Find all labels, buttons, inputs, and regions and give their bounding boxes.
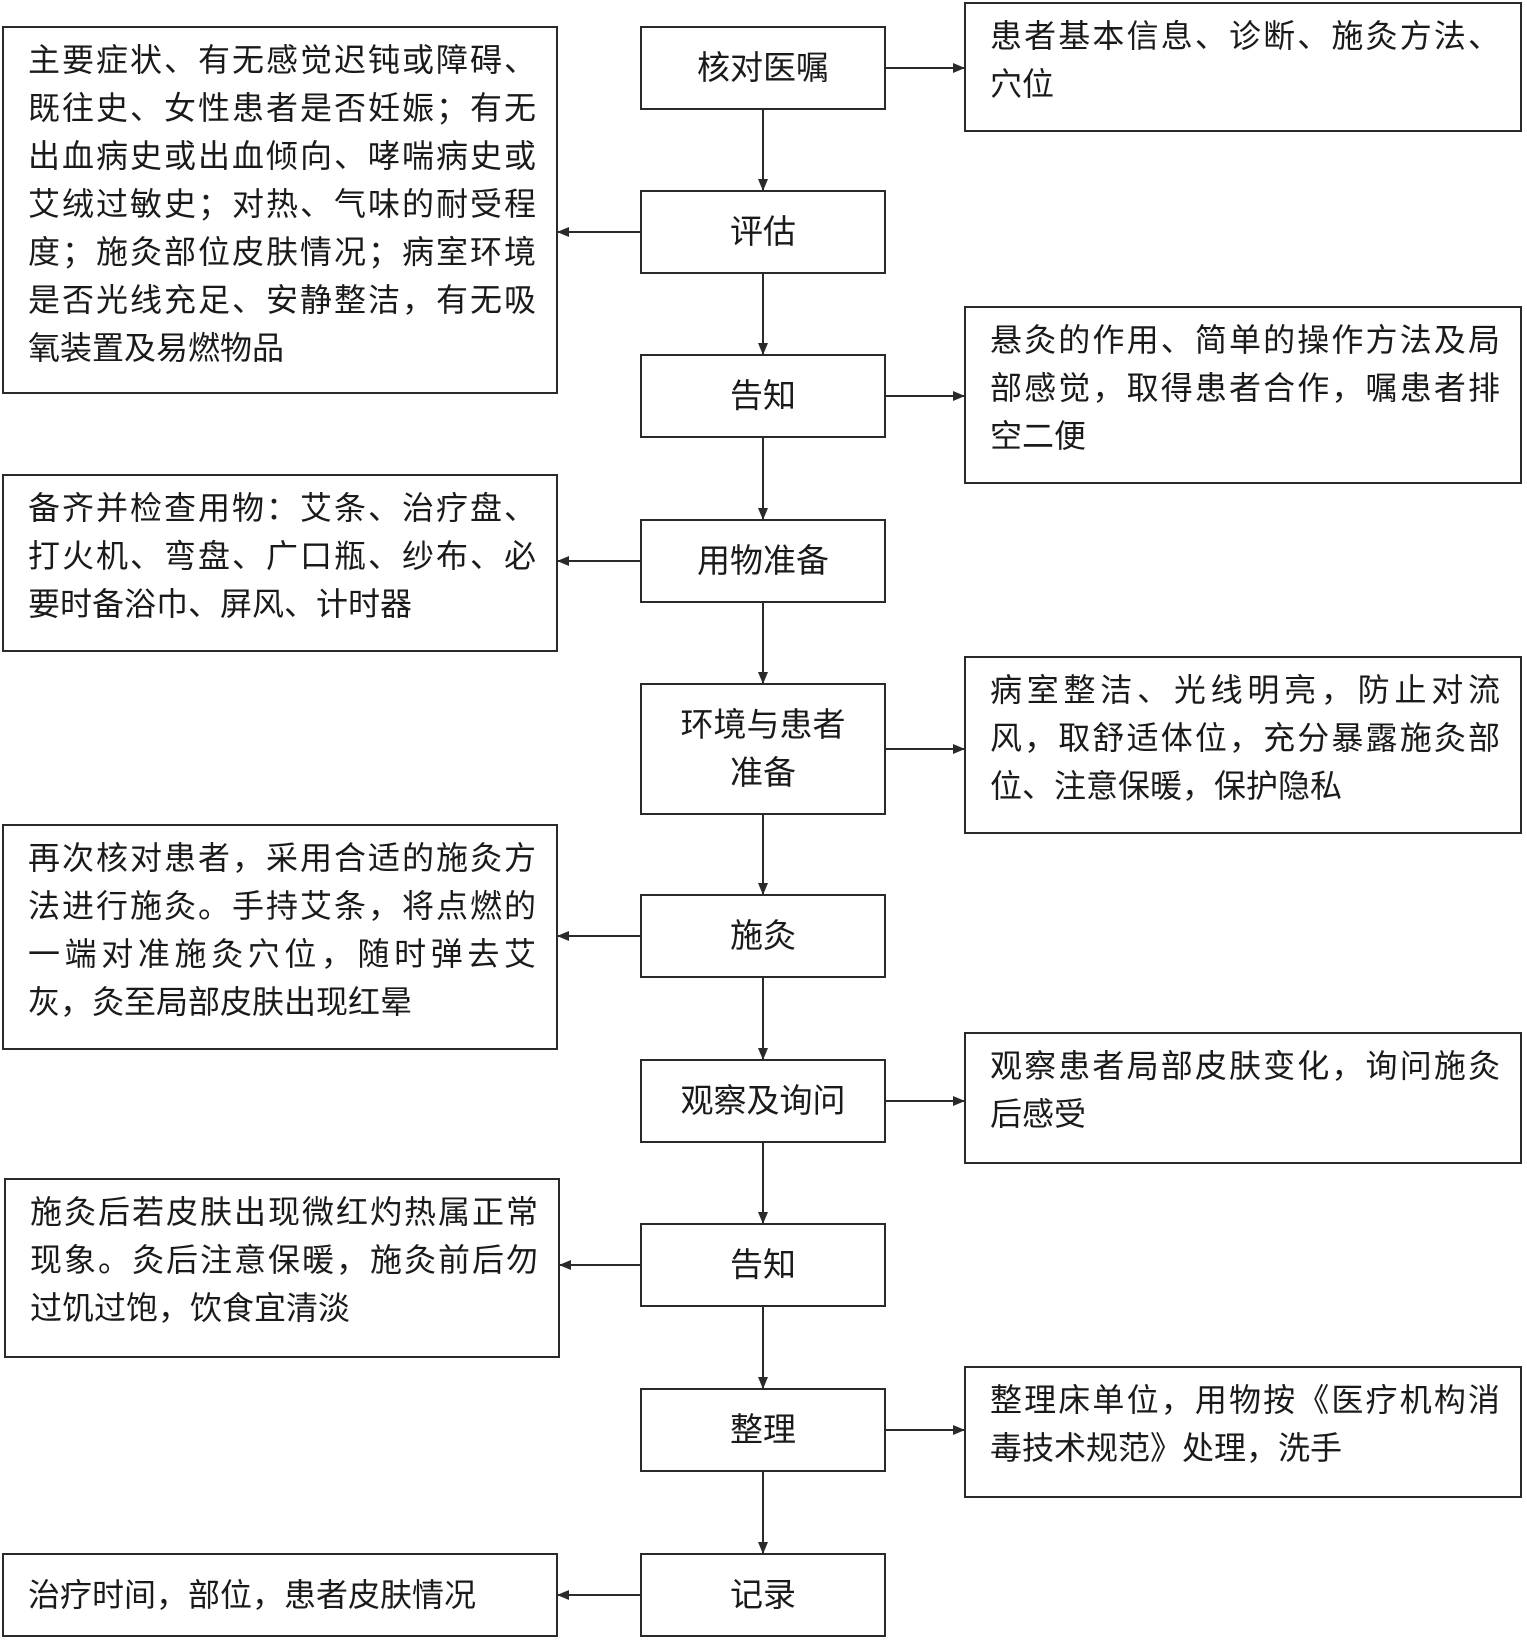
note-inform-after: 施灸后若皮肤出现微红灼热属正常现象。灸后注意保暖，施灸前后勿过饥过饱，饮食宜清淡: [4, 1178, 560, 1358]
step-assess: 评估: [640, 190, 886, 274]
step-verify-order: 核对医嘱: [640, 26, 886, 110]
note-verify-order: 患者基本信息、诊断、施灸方法、穴位: [964, 2, 1522, 132]
note-record: 治疗时间，部位，患者皮肤情况: [2, 1553, 558, 1637]
note-prepare-supplies: 备齐并检查用物：艾条、治疗盘、打火机、弯盘、广口瓶、纱布、必要时备浴巾、屏风、计…: [2, 474, 558, 652]
step-moxibustion: 施灸: [640, 894, 886, 978]
step-record: 记录: [640, 1553, 886, 1637]
note-assess: 主要症状、有无感觉迟钝或障碍、既往史、女性患者是否妊娠；有无出血病史或出血倾向、…: [2, 26, 558, 394]
note-observe-ask: 观察患者局部皮肤变化，询问施灸后感受: [964, 1032, 1522, 1164]
step-observe-ask: 观察及询问: [640, 1059, 886, 1143]
step-inform: 告知: [640, 354, 886, 438]
step-prepare-supplies: 用物准备: [640, 519, 886, 603]
step-inform-after: 告知: [640, 1223, 886, 1307]
step-tidy: 整理: [640, 1388, 886, 1472]
note-inform: 悬灸的作用、简单的操作方法及局部感觉，取得患者合作，嘱患者排空二便: [964, 306, 1522, 484]
note-moxibustion: 再次核对患者，采用合适的施灸方法进行施灸。手持艾条，将点燃的一端对准施灸穴位，随…: [2, 824, 558, 1050]
step-prepare-env-patient: 环境与患者准备: [640, 683, 886, 815]
note-prepare-env-patient: 病室整洁、光线明亮，防止对流风，取舒适体位，充分暴露施灸部位、注意保暖，保护隐私: [964, 656, 1522, 834]
note-tidy: 整理床单位，用物按《医疗机构消毒技术规范》处理，洗手: [964, 1366, 1522, 1498]
